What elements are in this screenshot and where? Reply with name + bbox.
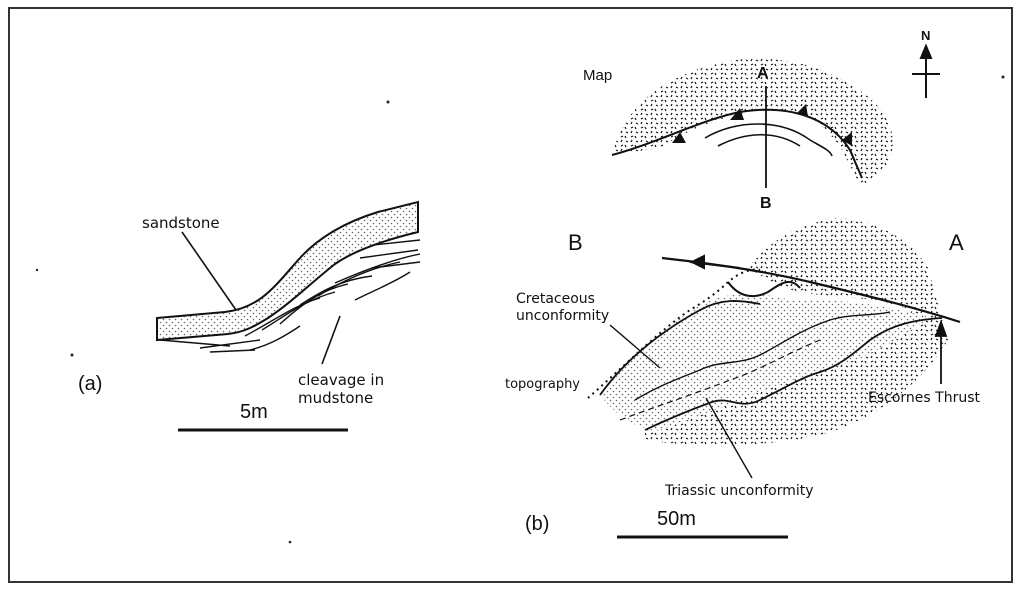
- sandstone-label: sandstone: [142, 214, 220, 232]
- panel-b-label: (b): [525, 513, 549, 535]
- cleavage-label-line1: cleavage in: [298, 371, 384, 389]
- panel-a: sandstone cleavage in mudstone (a) 5m: [78, 202, 420, 430]
- triassic-label: Triassic unconformity: [664, 483, 814, 499]
- cleavage-label-line2: mudstone: [298, 389, 373, 407]
- map-point-b: B: [760, 195, 772, 212]
- scale-b-label: 50m: [657, 508, 696, 530]
- north-arrow-icon: [912, 46, 940, 98]
- scale-a-label: 5m: [240, 401, 268, 423]
- map-inset: Map A B N: [583, 28, 940, 212]
- section-end-a: A: [949, 230, 964, 255]
- sandstone-leader: [182, 232, 236, 310]
- map-bed-2: [718, 135, 800, 146]
- panel-b: B A Cretaceous unconformity topography E…: [505, 218, 980, 537]
- panel-a-label: (a): [78, 373, 102, 395]
- thrust-slip-arrow-icon: [690, 256, 740, 268]
- topography-label: topography: [505, 377, 580, 392]
- north-label: N: [921, 28, 930, 43]
- map-point-a: A: [757, 65, 769, 82]
- map-stipple-area: [612, 59, 893, 185]
- escornes-label: Escornes Thrust: [868, 390, 980, 406]
- map-title: Map: [583, 67, 612, 84]
- cleavage-leader: [322, 316, 340, 364]
- cretaceous-label-line2: unconformity: [516, 308, 609, 324]
- section-end-b: B: [568, 230, 583, 255]
- cretaceous-label-line1: Cretaceous: [516, 291, 595, 307]
- map-bed-1: [705, 124, 832, 156]
